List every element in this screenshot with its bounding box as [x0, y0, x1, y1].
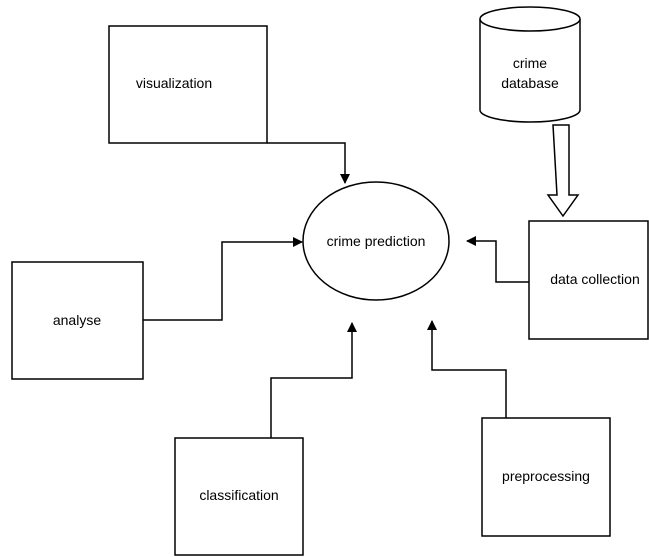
database-cylinder-body: [479, 19, 581, 123]
connectors: [143, 142, 529, 438]
node-analyse: analyse: [11, 261, 144, 380]
visualization-label: visualization: [136, 75, 212, 91]
crime-prediction-ellipse: [302, 181, 450, 301]
edge-classification-to-crime-prediction: [270, 322, 357, 438]
edge-data-collection-to-crime-prediction: [466, 236, 529, 283]
node-crime-prediction: crime prediction: [302, 181, 450, 301]
edge-visualization-to-crime-prediction: [267, 142, 350, 184]
data-collection-label: data collection: [550, 271, 640, 287]
preprocessing-box: [481, 417, 611, 537]
preprocessing-label: preprocessing: [502, 468, 590, 484]
edge-analyse-to-crime-prediction: [143, 237, 303, 321]
node-classification: classification: [174, 437, 304, 556]
node-preprocessing: preprocessing: [481, 417, 611, 537]
database-label-line1: crime: [513, 55, 547, 71]
analyse-label: analyse: [53, 312, 101, 328]
edge-preprocessing-to-crime-prediction: [427, 320, 507, 418]
classification-label: classification: [199, 487, 278, 503]
visualization-box: [108, 25, 268, 144]
node-visualization: visualization: [108, 25, 268, 144]
database-to-data-collection-arrow: [546, 124, 580, 218]
data-collection-box: [528, 220, 649, 340]
node-data-collection: data collection: [528, 220, 649, 340]
node-crime-database: crime database: [479, 6, 581, 123]
database-cylinder-top: [479, 6, 581, 32]
database-label-line2: database: [501, 75, 559, 91]
analyse-box: [11, 261, 144, 380]
crime-prediction-label: crime prediction: [327, 233, 426, 249]
classification-box: [174, 437, 304, 556]
